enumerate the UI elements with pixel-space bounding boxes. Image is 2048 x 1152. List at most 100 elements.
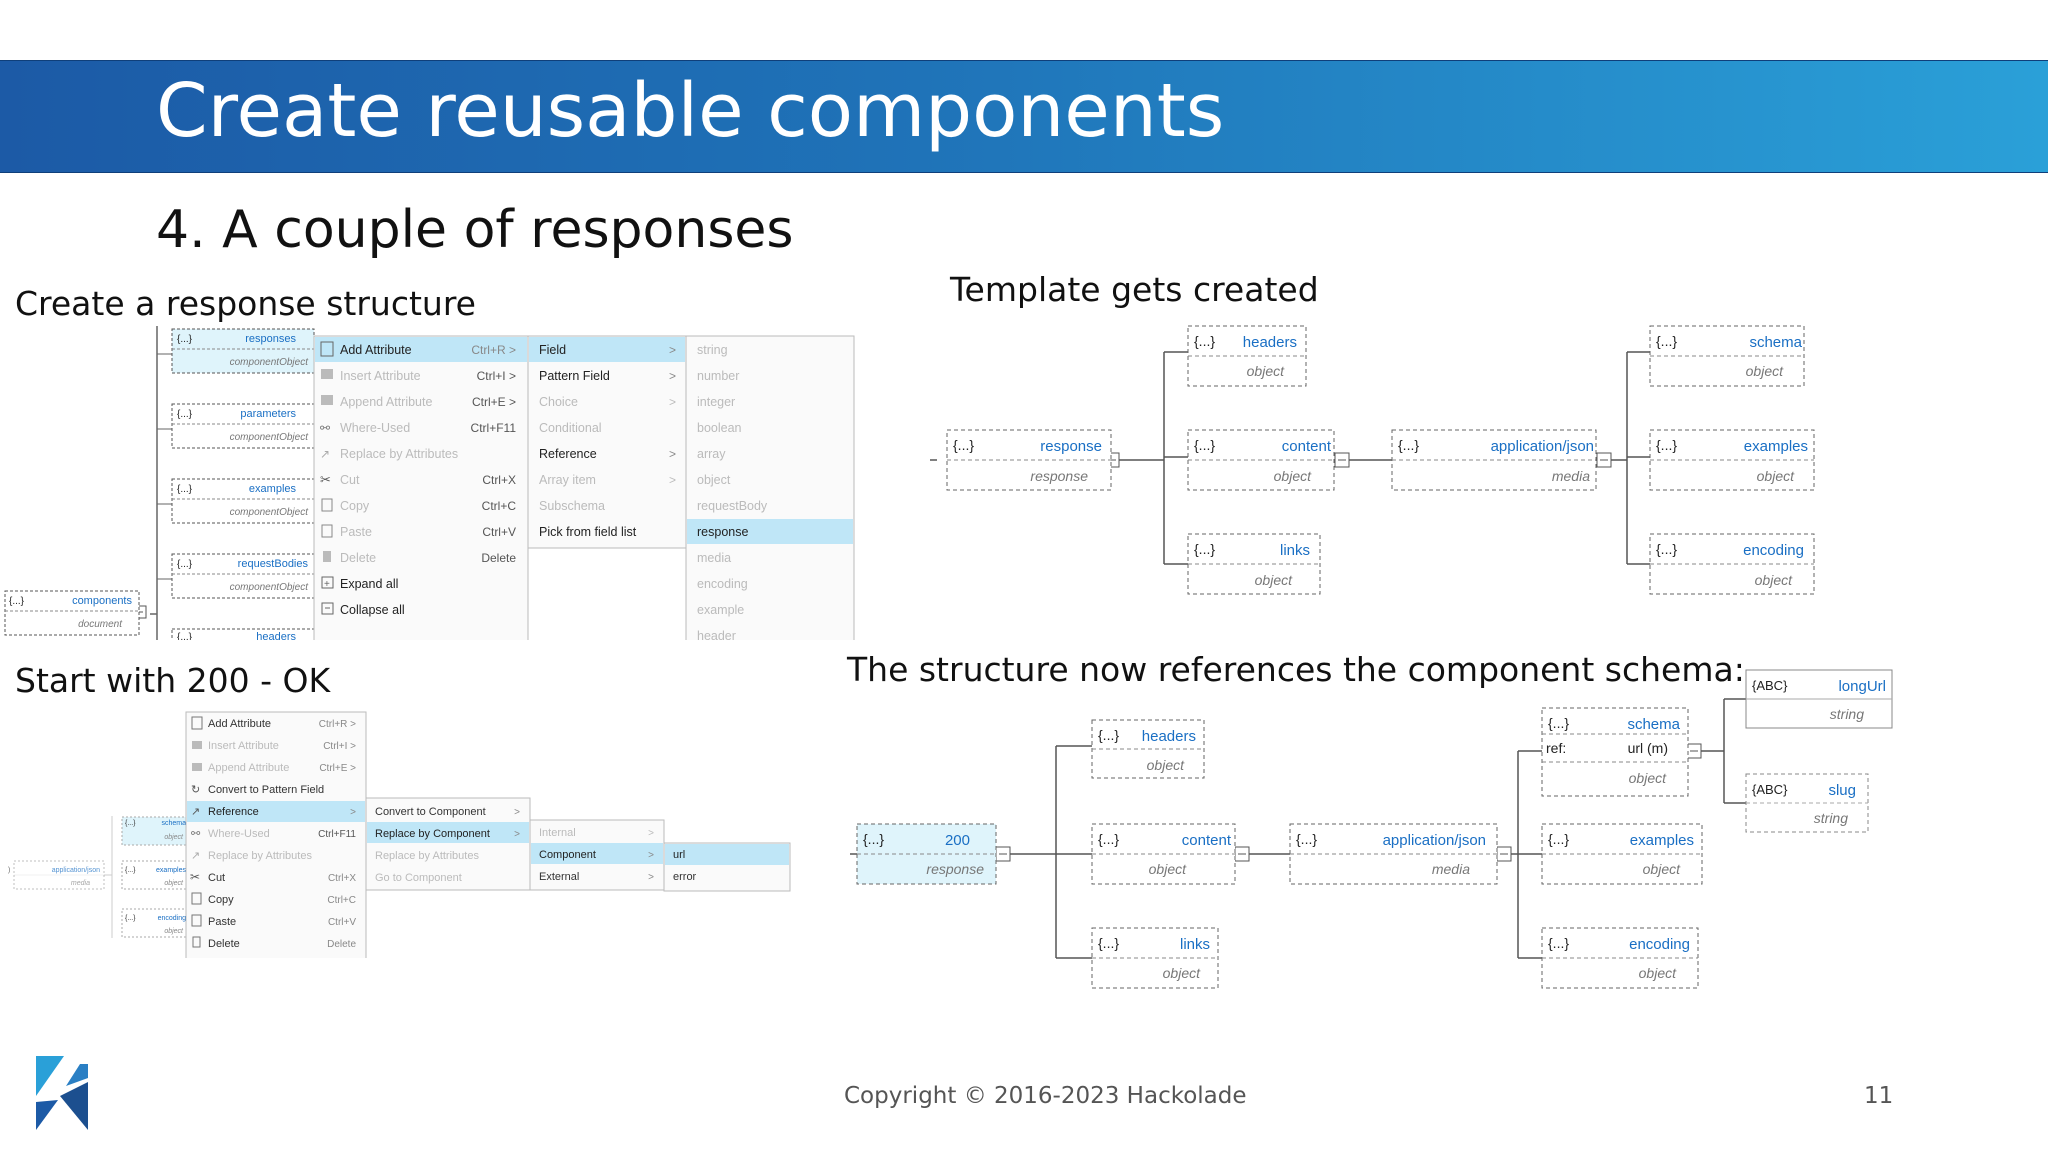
node-schema-with-ref[interactable]: {...} schema ref: url (m) object — [1541, 707, 1689, 797]
type-integer[interactable]: integer — [697, 395, 735, 409]
node-content[interactable]: {...} content object — [1187, 429, 1335, 491]
collapse-toggle-content-2[interactable] — [1234, 846, 1250, 862]
submenu-item-go-to-component[interactable]: Go to Component — [375, 872, 462, 884]
node-application-json-2[interactable]: {...} application/json media — [1289, 823, 1498, 885]
menu-item-paste-2[interactable]: Paste Ctrl+V — [191, 914, 356, 928]
component-item-error[interactable]: error — [673, 871, 697, 883]
menu-item-insert-attribute[interactable]: Insert Attribute Ctrl+I > — [321, 369, 516, 383]
submenu-item-convert-to-component[interactable]: Convert to Component > — [375, 806, 520, 818]
submenu-item-component[interactable]: Component > — [539, 849, 654, 861]
node-200-response[interactable]: {...} 200 response — [856, 823, 997, 885]
bg-node-application-json: ) application/json media — [8, 860, 105, 890]
menu-item-add-attribute-2[interactable]: Add Attribute Ctrl+R > — [191, 716, 356, 730]
submenu-item-pattern-field[interactable]: Pattern Field > — [539, 369, 676, 383]
menu-item-add-attribute[interactable]: Add Attribute Ctrl+R > — [320, 341, 516, 357]
menu-item-replace-by-attributes[interactable]: ↗ Replace by Attributes — [320, 447, 458, 461]
tree-node-headers[interactable]: {...} headers — [171, 628, 315, 640]
component-item-url[interactable]: url — [673, 849, 685, 861]
submenu-item-conditional[interactable]: Conditional — [539, 421, 602, 435]
submenu-item-external[interactable]: External > — [539, 871, 654, 883]
collapse-toggle-content[interactable] — [1334, 452, 1350, 468]
node-headers[interactable]: {...} headers object — [1187, 325, 1307, 387]
node-encoding[interactable]: {...} encoding object — [1649, 533, 1815, 595]
submenu-item-field[interactable]: Field > — [539, 343, 676, 357]
submenu-item-pick-from-field-list[interactable]: Pick from field list — [539, 525, 637, 539]
menu-item-delete-2[interactable]: Delete Delete — [192, 936, 356, 950]
collapse-toggle-media-2[interactable] — [1496, 846, 1512, 862]
type-media[interactable]: media — [697, 551, 731, 565]
submenu-item-choice[interactable]: Choice > — [539, 395, 676, 409]
menu-item-replace-by-attributes-2[interactable]: ↗ Replace by Attributes — [191, 850, 312, 862]
svg-text:response: response — [1040, 438, 1102, 455]
tree-node-examples[interactable]: {...} examples componentObject — [171, 478, 315, 524]
submenu-item-replace-by-component[interactable]: Replace by Component > — [375, 828, 520, 840]
type-string[interactable]: string — [697, 343, 728, 357]
menu-item-append-attribute[interactable]: Append Attribute Ctrl+E > — [321, 395, 516, 409]
svg-text:>: > — [669, 343, 676, 357]
collapse-toggle-200[interactable] — [995, 846, 1011, 862]
type-encoding[interactable]: encoding — [697, 577, 748, 591]
collapse-toggle-media[interactable] — [1596, 452, 1612, 468]
tree-node-parameters[interactable]: {...} parameters componentObject — [171, 403, 315, 449]
type-object[interactable]: object — [697, 473, 731, 487]
svg-text:Delete: Delete — [340, 551, 376, 565]
menu-item-cut[interactable]: ✂ Cut Ctrl+X — [320, 472, 516, 487]
node-encoding-2[interactable]: {...} encoding object — [1541, 927, 1699, 989]
menu-item-delete[interactable]: Delete Delete — [323, 551, 516, 565]
menu-item-expand-all[interactable]: + Expand all — [321, 576, 398, 591]
svg-text:document: document — [78, 619, 123, 630]
svg-text:media: media — [1432, 861, 1470, 877]
svg-text:{...}: {...} — [1656, 541, 1677, 557]
reference-icon: ↗ — [191, 806, 200, 818]
bg-node-encoding: {...} encoding object — [121, 908, 189, 938]
svg-text:object: object — [1757, 468, 1795, 484]
type-header[interactable]: header — [697, 629, 736, 640]
collapse-toggle-schema[interactable] — [1686, 743, 1702, 759]
menu-item-reference-2[interactable]: ↗ Reference > — [191, 806, 356, 818]
type-boolean[interactable]: boolean — [697, 421, 742, 435]
node-links-2[interactable]: {...} links object — [1091, 927, 1219, 989]
menu-item-copy[interactable]: Copy Ctrl+C — [321, 498, 516, 513]
tree-node-requestbodies[interactable]: {...} requestBodies componentObject — [171, 553, 315, 599]
menu-item-where-used-2[interactable]: ⚯ Where-Used Ctrl+F11 — [191, 828, 356, 840]
menu-item-collapse-all[interactable]: Collapse all — [321, 602, 405, 617]
caption-structure-references: The structure now references the compone… — [847, 650, 1745, 689]
menu-item-insert-attribute-2[interactable]: Insert Attribute Ctrl+I > — [192, 740, 356, 752]
node-slug[interactable]: {ABC} slug string — [1745, 773, 1869, 833]
node-schema[interactable]: {...} schema object — [1649, 325, 1805, 387]
svg-text:componentObject: componentObject — [230, 507, 310, 518]
tree-node-components[interactable]: {...} components document — [4, 590, 140, 636]
menu-item-cut-2[interactable]: ✂ Cut Ctrl+X — [190, 870, 356, 884]
submenu-item-reference[interactable]: Reference > — [539, 447, 676, 461]
node-content-2[interactable]: {...} content object — [1091, 823, 1236, 885]
type-number[interactable]: number — [697, 369, 739, 383]
node-longurl[interactable]: {ABC} longUrl string — [1745, 669, 1893, 729]
object-glyph: {...} — [177, 334, 193, 345]
menu-item-paste[interactable]: Paste Ctrl+V — [321, 524, 516, 539]
node-examples-2[interactable]: {...} examples object — [1541, 823, 1703, 885]
menu-item-where-used[interactable]: ⚯ Where-Used Ctrl+F11 — [320, 421, 516, 435]
svg-text:application/json: application/json — [1383, 832, 1486, 849]
node-examples[interactable]: {...} examples object — [1649, 429, 1815, 491]
type-example[interactable]: example — [697, 603, 744, 617]
node-response[interactable]: {...} response response — [946, 429, 1112, 491]
menu-item-convert-to-pattern-field[interactable]: ↻ Convert to Pattern Field — [191, 784, 324, 796]
node-links[interactable]: {...} links object — [1187, 533, 1321, 595]
svg-text:Add Attribute: Add Attribute — [340, 343, 412, 357]
type-response[interactable]: response — [697, 525, 748, 539]
type-array[interactable]: array — [697, 447, 726, 461]
svg-text:Choice: Choice — [539, 395, 578, 409]
svg-text:links: links — [1180, 936, 1210, 953]
svg-text:slug: slug — [1828, 782, 1856, 799]
submenu-item-replace-by-attributes[interactable]: Replace by Attributes — [375, 850, 479, 862]
tree-node-responses[interactable]: {...} responses componentObject — [171, 328, 315, 374]
submenu-item-array-item[interactable]: Array item > — [539, 473, 676, 487]
menu-item-append-attribute-2[interactable]: Append Attribute Ctrl+E > — [192, 762, 356, 774]
node-headers-2[interactable]: {...} headers object — [1091, 719, 1205, 779]
svg-text:>: > — [514, 807, 520, 818]
submenu-item-subschema[interactable]: Subschema — [539, 499, 605, 513]
menu-item-copy-2[interactable]: Copy Ctrl+C — [191, 892, 356, 906]
submenu-item-internal[interactable]: Internal > — [539, 827, 654, 839]
type-requestbody[interactable]: requestBody — [697, 499, 768, 513]
node-application-json[interactable]: {...} application/json media — [1391, 429, 1597, 491]
